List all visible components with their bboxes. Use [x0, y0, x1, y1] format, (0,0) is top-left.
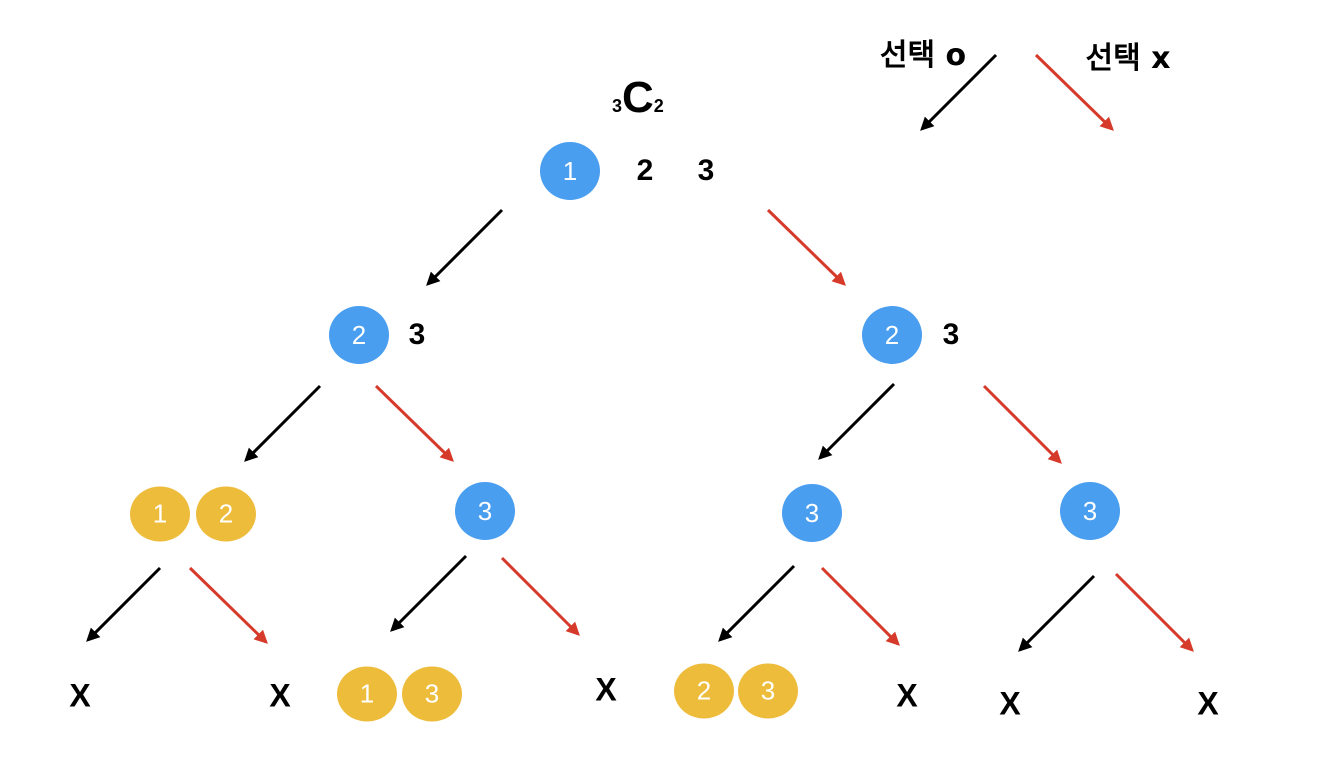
l1-left-select-arrow-icon	[244, 384, 322, 462]
notation-n: 3	[612, 96, 623, 116]
root-select-arrow-icon	[426, 208, 504, 286]
root-chosen-node: 1	[540, 142, 600, 200]
l2-ll-gold-node-2: 2	[196, 486, 256, 542]
leaf-combo-13-node-1: 1	[337, 666, 397, 722]
leaf-x-4: X	[896, 677, 918, 714]
legend-skip-arrow-icon	[1034, 53, 1114, 131]
l2-rr-skip-arrow-icon	[1114, 572, 1194, 652]
leaf-combo-23-node-1: 2	[674, 663, 734, 719]
l1-right-skip-arrow-icon	[982, 384, 1062, 464]
l1-right-select-arrow-icon	[818, 382, 896, 460]
combination-notation: 3C2	[612, 76, 664, 120]
l1-left-chosen-node: 2	[329, 306, 389, 364]
leaf-combo-23-node-2: 3	[738, 663, 798, 719]
l1-left-rest: 3	[408, 318, 426, 351]
leaf-x-6: X	[1197, 685, 1219, 722]
leaf-x-3: X	[595, 671, 617, 708]
l2-rr-chosen-node: 3	[1060, 482, 1120, 540]
notation-r: 2	[653, 96, 664, 116]
l2-rl-skip-arrow-icon	[820, 566, 900, 646]
l1-right-rest: 3	[942, 318, 960, 351]
l2-rr-select-arrow-icon	[1018, 574, 1096, 652]
l2-lr-chosen-node: 3	[455, 482, 515, 540]
l2-ll-select-arrow-icon	[86, 566, 162, 642]
leaf-x-2: X	[269, 677, 291, 714]
legend-select-label: 선택 o	[879, 38, 967, 73]
leaf-x-1: X	[69, 677, 91, 714]
root-rest-2: 2	[636, 154, 654, 187]
l2-rl-chosen-node: 3	[782, 484, 842, 542]
root-rest-3: 3	[697, 154, 715, 187]
root-skip-arrow-icon	[766, 208, 846, 286]
l2-ll-skip-arrow-icon	[188, 566, 268, 644]
l1-left-skip-arrow-icon	[374, 384, 454, 462]
leaf-combo-13-node-2: 3	[402, 666, 462, 722]
l2-lr-skip-arrow-icon	[500, 556, 580, 636]
l2-ll-gold-node-1: 1	[130, 486, 190, 542]
legend-skip-label: 선택 x	[1085, 41, 1171, 76]
l2-rl-select-arrow-icon	[718, 564, 796, 642]
l2-lr-select-arrow-icon	[390, 554, 468, 632]
notation-symbol: C	[622, 73, 654, 122]
l1-right-chosen-node: 2	[862, 306, 922, 364]
leaf-x-5: X	[999, 685, 1021, 722]
legend-select-arrow-icon	[920, 53, 998, 131]
